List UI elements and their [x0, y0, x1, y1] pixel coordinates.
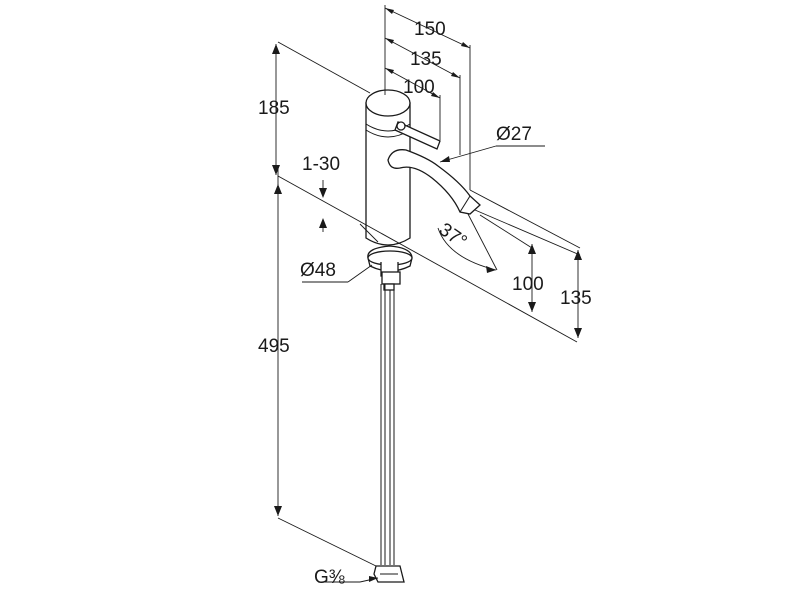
dimension-label-100-right: 100	[512, 274, 544, 295]
dimension-label-100-top: 100	[403, 77, 435, 98]
right-dimension-lines	[469, 189, 582, 338]
dimension-label-37-degrees: 37°	[435, 219, 471, 253]
dimension-label-1-30: 1-30	[302, 154, 340, 175]
hose-length-dimension-495	[274, 184, 377, 567]
dimension-label-495: 495	[258, 336, 290, 357]
dimension-label-thread: G⅜	[314, 567, 345, 588]
thickness-dimension-1-30	[319, 180, 327, 232]
faucet-body	[365, 89, 481, 246]
top-dimension-lines	[384, 5, 471, 190]
supply-hoses	[373, 284, 405, 583]
faucet-base	[367, 245, 413, 291]
thread-leader	[318, 576, 379, 583]
diameter-48-leader	[302, 223, 379, 283]
angle-37-arc	[437, 213, 498, 273]
dimension-label-dia48: Ø48	[300, 260, 336, 281]
dimension-label-185: 185	[258, 98, 290, 119]
dimension-label-150: 150	[414, 19, 446, 40]
dimension-label-135-right: 135	[560, 288, 592, 309]
height-dimension-185	[272, 41, 371, 175]
diameter-27-leader	[439, 145, 545, 163]
dimension-label-dia27: Ø27	[496, 124, 532, 145]
dimension-label-135-top: 135	[410, 49, 442, 70]
